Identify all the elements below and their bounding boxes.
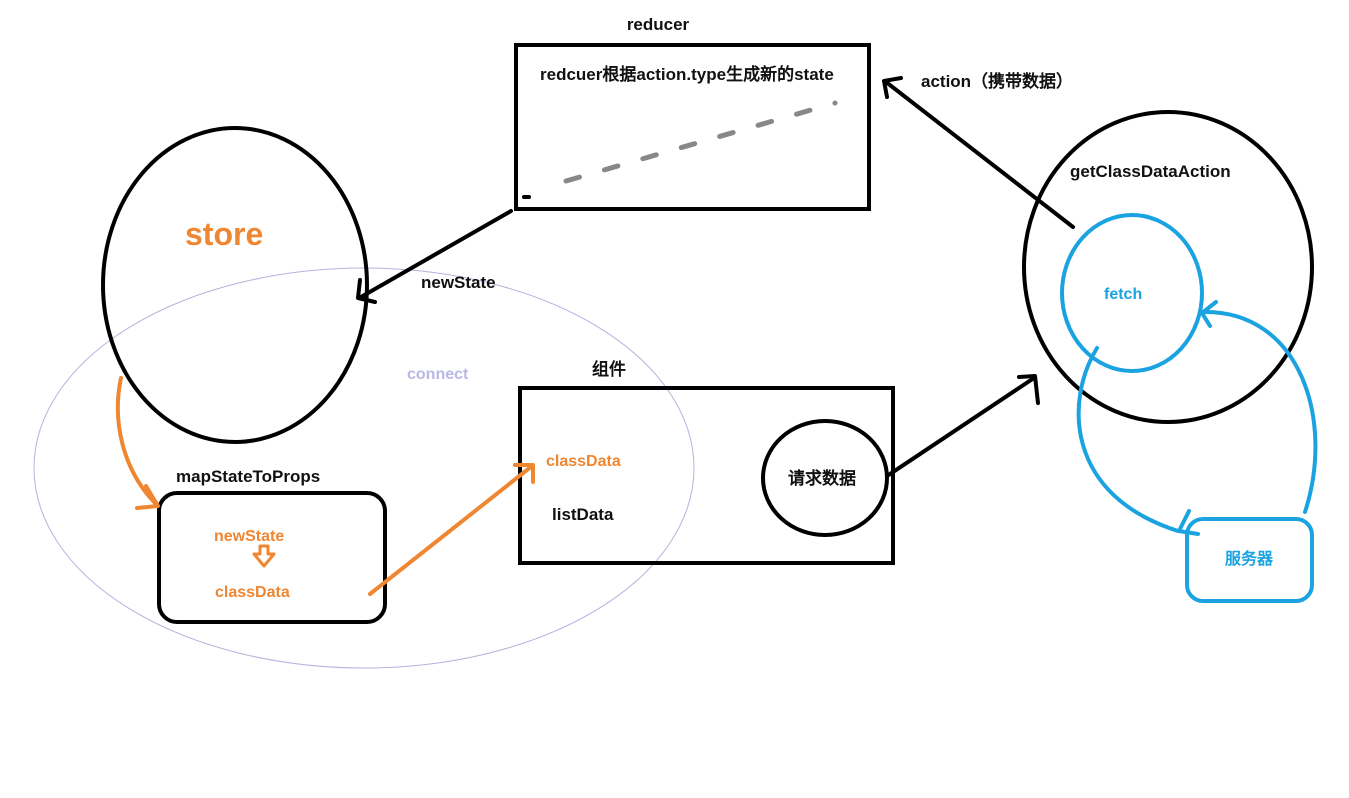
request-data-label[interactable]: 请求数据	[788, 468, 856, 488]
arrow-fetch-server-loop	[1076, 300, 1318, 536]
component-title: 组件	[592, 359, 626, 379]
reducer-box	[514, 43, 871, 211]
arrow-store-to-map	[115, 376, 160, 510]
arrow-request-to-action	[885, 374, 1040, 478]
connect-label: connect	[407, 366, 469, 383]
arrow-map-to-component	[368, 463, 535, 596]
new-state-label: newState	[421, 273, 496, 292]
connect-ellipse	[33, 267, 695, 669]
reducer-title: reducer	[627, 15, 690, 34]
request-data-circle[interactable]	[761, 419, 889, 537]
server-label: 服务器	[1225, 549, 1274, 568]
component-list-data: listData	[552, 505, 614, 524]
store-label: store	[185, 216, 263, 252]
action-label: action（携带数据）	[921, 71, 1073, 91]
server-box	[1185, 517, 1314, 603]
arrow-reducer-to-store	[356, 209, 513, 304]
fetch-label: fetch	[1104, 286, 1142, 303]
map-state-to-props-box	[157, 491, 387, 624]
map-class-data-text: classData	[215, 584, 290, 601]
get-class-data-action-title: getClassDataAction	[1070, 162, 1231, 181]
arrow-down-newstate-to-classdata	[252, 544, 276, 568]
component-class-data: classData	[546, 453, 621, 470]
reducer-dash-line	[563, 100, 838, 184]
get-class-data-action-circle	[1022, 110, 1314, 424]
store-ellipse	[101, 126, 369, 444]
reducer-body-text: redcuer根据action.type生成新的state	[540, 64, 834, 84]
map-state-to-props-title: mapStateToProps	[176, 467, 320, 486]
fetch-circle	[1060, 213, 1204, 373]
map-new-state-text: newState	[214, 528, 284, 545]
arrow-action-to-reducer	[882, 76, 1075, 229]
